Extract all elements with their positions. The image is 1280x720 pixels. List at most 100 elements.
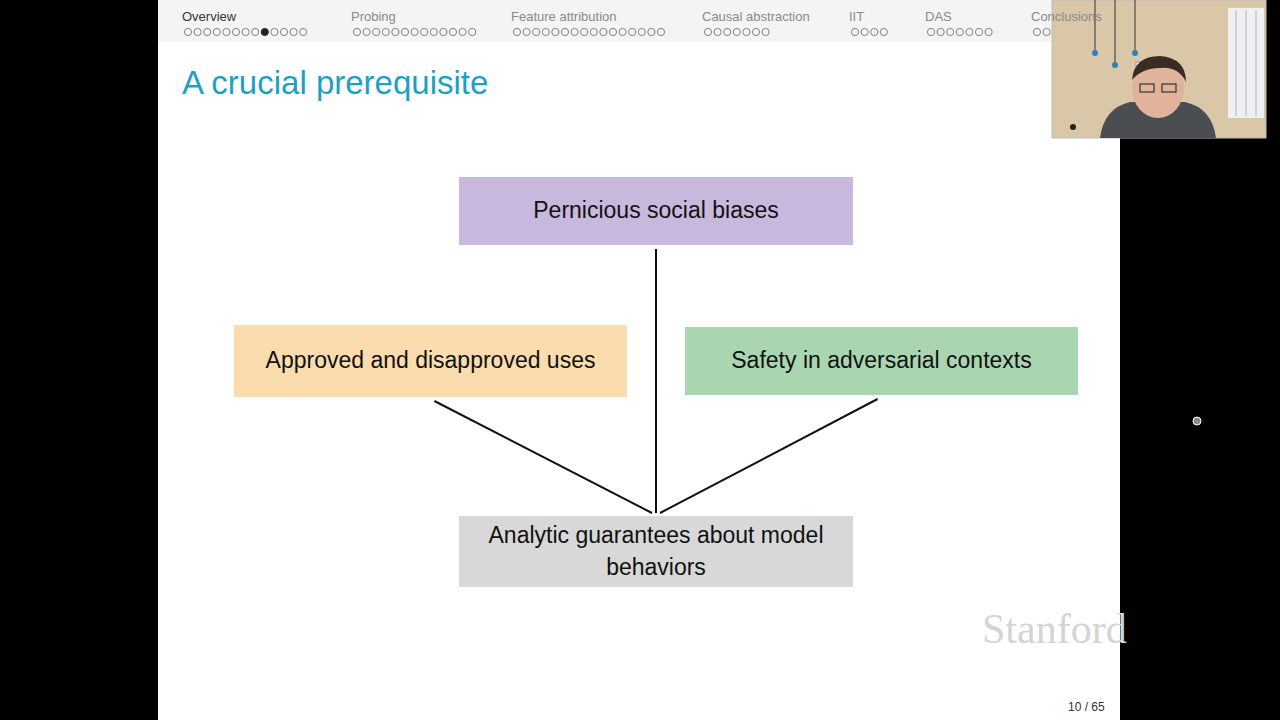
progress-dot — [184, 28, 191, 35]
progress-dot — [571, 28, 578, 35]
progress-dot — [629, 28, 636, 35]
concept-box: Approved and disapproved uses — [234, 325, 627, 397]
lamp-cord — [1095, 0, 1096, 50]
concept-box: Analytic guarantees about model behavior… — [459, 516, 853, 587]
mouse-cursor — [1193, 417, 1201, 425]
progress-dot — [261, 28, 268, 35]
nav-section: Feature attribution — [511, 9, 617, 24]
progress-dot — [975, 28, 982, 35]
progress-dot — [1043, 28, 1050, 35]
progress-dot — [373, 28, 380, 35]
blind-line — [1245, 10, 1247, 116]
progress-dot — [469, 28, 476, 35]
progress-dot — [411, 28, 418, 35]
progress-dot — [956, 28, 963, 35]
progress-dot — [985, 28, 992, 35]
box-text: Pernicious social biases — [533, 195, 778, 227]
progress-dot — [880, 28, 887, 35]
progress-dot — [523, 28, 530, 35]
person-hair — [1132, 56, 1186, 82]
progress-dot — [232, 28, 239, 35]
progress-dot — [851, 28, 858, 35]
page-number: 10 / 65 — [1068, 700, 1105, 714]
lamp — [1112, 62, 1118, 68]
lamp — [1092, 50, 1098, 56]
progress-dot — [561, 28, 568, 35]
progress-dot — [223, 28, 230, 35]
progress-dot — [421, 28, 428, 35]
progress-dot — [242, 28, 249, 35]
progress-dot — [552, 28, 559, 35]
connector-line — [434, 401, 652, 513]
connector-line — [655, 249, 657, 513]
concept-box: Pernicious social biases — [459, 177, 853, 245]
progress-dot — [752, 28, 759, 35]
lamp-cord — [1115, 0, 1116, 62]
progress-dot — [714, 28, 721, 35]
progress-dot — [542, 28, 549, 35]
concept-box: Safety in adversarial contexts — [685, 327, 1078, 395]
progress-dot — [947, 28, 954, 35]
progress-dot — [927, 28, 934, 35]
window — [1228, 8, 1264, 118]
progress-dot — [581, 28, 588, 35]
progress-dot — [733, 28, 740, 35]
box-text: Analytic guarantees about model behavior… — [483, 520, 829, 583]
slide-title: A crucial prerequisite — [182, 64, 488, 102]
nav-section: Probing — [351, 9, 396, 24]
progress-dot — [280, 28, 287, 35]
progress-dot — [382, 28, 389, 35]
progress-dot — [648, 28, 655, 35]
progress-dot — [392, 28, 399, 35]
progress-dot — [300, 28, 307, 35]
progress-dot — [204, 28, 211, 35]
progress-dot — [861, 28, 868, 35]
progress-dot — [638, 28, 645, 35]
nav-section: Overview — [182, 9, 236, 24]
progress-dot — [252, 28, 259, 35]
cursor-dot — [1193, 417, 1201, 425]
progress-dot — [1033, 28, 1040, 35]
box-text: Approved and disapproved uses — [266, 345, 596, 377]
lamp-cord — [1135, 0, 1136, 50]
progress-dot — [401, 28, 408, 35]
watermark: Stanford — [982, 605, 1127, 653]
background-object — [1070, 124, 1076, 130]
nav-section: DAS — [925, 9, 952, 24]
progress-dot — [194, 28, 201, 35]
progress-dot — [430, 28, 437, 35]
blind-line — [1235, 10, 1237, 116]
progress-dot — [609, 28, 616, 35]
connector-line — [660, 399, 878, 513]
box-text: Safety in adversarial contexts — [731, 345, 1031, 377]
progress-dot — [937, 28, 944, 35]
progress-dot — [290, 28, 297, 35]
progress-dots — [184, 28, 1050, 35]
nav-section: Causal abstraction — [702, 9, 810, 24]
progress-dot — [743, 28, 750, 35]
progress-dot — [533, 28, 540, 35]
progress-dot — [353, 28, 360, 35]
progress-dot — [513, 28, 520, 35]
lamp — [1132, 50, 1138, 56]
progress-dot — [271, 28, 278, 35]
blind-line — [1255, 10, 1257, 116]
glasses — [1162, 84, 1176, 92]
progress-dot — [213, 28, 220, 35]
nav-section: Conclusions — [1031, 9, 1102, 24]
progress-dot — [459, 28, 466, 35]
progress-dot — [724, 28, 731, 35]
glasses — [1140, 84, 1154, 92]
progress-dot — [657, 28, 664, 35]
progress-dot — [619, 28, 626, 35]
progress-dot — [440, 28, 447, 35]
progress-dot — [600, 28, 607, 35]
progress-dot — [762, 28, 769, 35]
progress-dot — [363, 28, 370, 35]
progress-dot — [871, 28, 878, 35]
progress-dot — [590, 28, 597, 35]
progress-dot — [966, 28, 973, 35]
progress-dot — [449, 28, 456, 35]
nav-section: IIT — [849, 9, 864, 24]
